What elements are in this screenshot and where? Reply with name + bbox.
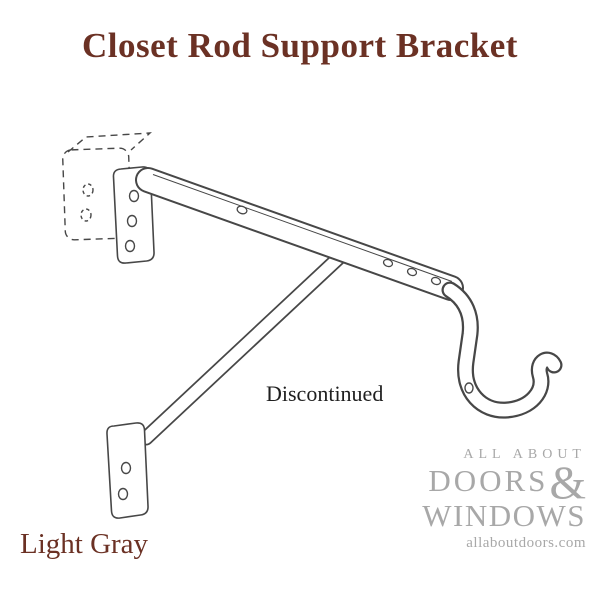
variant-color-label: Light Gray	[20, 528, 149, 560]
status-discontinued-label: Discontinued	[266, 381, 384, 406]
support-arm-part	[135, 167, 464, 301]
foot-plate-part	[106, 422, 149, 519]
page-title: Closet Rod Support Bracket	[82, 26, 518, 65]
watermark-website-url: allaboutdoors.com	[466, 535, 586, 552]
arm-holes-part	[236, 205, 442, 286]
rod-hook-part	[441, 281, 563, 419]
watermark-doors-text: DOORS	[428, 463, 549, 498]
site-watermark: ALL ABOUT DOORS & WINDOWS allaboutdoors.…	[422, 448, 586, 551]
watermark-all-about-text: ALL ABOUT	[463, 447, 586, 462]
watermark-doors-row: DOORS &	[428, 457, 586, 509]
watermark-windows-text: WINDOWS	[422, 497, 586, 533]
diagonal-brace-part	[138, 244, 353, 446]
watermark-ampersand: &	[549, 457, 586, 509]
